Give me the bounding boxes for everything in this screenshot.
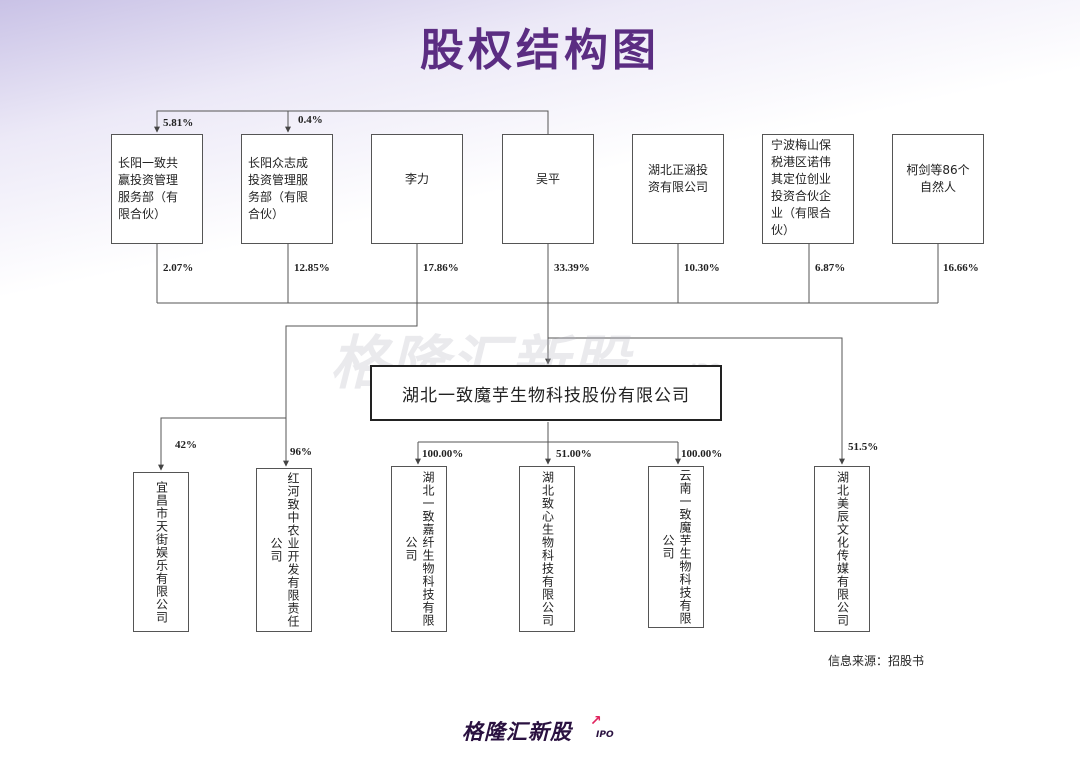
stake-label: 42% (175, 439, 197, 451)
shareholder-box: 吴平 (502, 134, 594, 244)
stake-label: 10.30% (684, 262, 720, 274)
stake-label: 6.87% (815, 262, 846, 274)
shareholder-box: 湖北正涵投 资有限公司 (632, 134, 724, 244)
shareholder-box: 宁波梅山保 税港区诺伟 其定位创业 投资合伙企 业（有限合 伙） (762, 134, 854, 244)
shareholder-box: 李力 (371, 134, 463, 244)
stake-label: 2.07% (163, 262, 194, 274)
stake-label: 12.85% (294, 262, 330, 274)
stake-label: 100.00% (422, 448, 464, 460)
logo-arrow-icon: ↗ (590, 713, 602, 729)
stake-label: 17.86% (423, 262, 459, 274)
brand-logo: 格隆汇新股 (462, 720, 572, 744)
stake-label: 51.5% (848, 441, 879, 453)
stake-label: 16.66% (943, 262, 979, 274)
stake-label: 5.81% (163, 117, 194, 129)
stake-label: 51.00% (556, 448, 592, 460)
subsidiary-box: 宜昌市天街娱乐有限公司 (133, 472, 189, 632)
subsidiary-box: 红河致中农业开发有限责任公司 (256, 468, 312, 632)
shareholder-box: 长阳众志成 投资管理服 务部（有限 合伙） (241, 134, 333, 244)
source-note: 信息来源：招股书 (828, 654, 925, 668)
shareholder-box: 长阳一致共 赢投资管理 服务部（有 限合伙） (111, 134, 203, 244)
subsidiary-box: 湖北致心生物科技有限公司 (519, 466, 575, 632)
stake-label: 0.4% (298, 114, 323, 126)
shareholder-box: 柯剑等86个 自然人 (892, 134, 984, 244)
company-box: 湖北一致魔芋生物科技股份有限公司 (370, 365, 722, 421)
subsidiary-box: 湖北一致嘉纤生物科技有限公司 (391, 466, 447, 632)
logo-ipo: IPO (596, 730, 614, 740)
page-title: 股权结构图 (420, 25, 660, 76)
stake-label: 33.39% (554, 262, 590, 274)
subsidiary-box: 云南一致魔芋生物科技有限公司 (648, 466, 704, 628)
stake-label: 96% (290, 446, 312, 458)
subsidiary-box: 湖北美辰文化传媒有限公司 (814, 466, 870, 632)
stake-label: 100.00% (681, 448, 723, 460)
